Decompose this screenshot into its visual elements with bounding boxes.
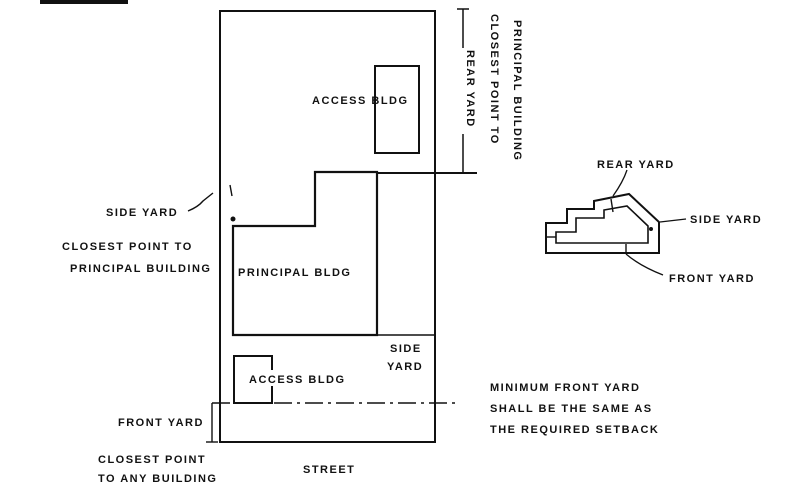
closest-point-left-label-1: CLOSEST POINT TO — [62, 241, 193, 253]
rear-yard-label-mask — [456, 48, 470, 134]
side-yard-left-tick — [229, 184, 233, 197]
rear-yard-vertical-label: REAR YARD — [464, 50, 476, 128]
inset-building-outline — [555, 205, 649, 244]
inset-lot-outline — [545, 192, 660, 254]
inset-front-yard-label: FRONT YARD — [669, 273, 755, 285]
front-yard-left-label: FRONT YARD — [118, 417, 204, 429]
closest-point-left-label-2: PRINCIPAL BUILDING — [70, 263, 212, 275]
inset-closest-point-dot — [649, 227, 653, 231]
inset-rear-yard-label: REAR YARD — [597, 159, 675, 171]
inset-irregular-lot — [545, 169, 687, 276]
closest-point-bottom-label-1: CLOSEST POINT — [98, 454, 206, 466]
access-bldg-bottom-label: ACCESS BLDG — [249, 374, 346, 386]
street-label: STREET — [303, 464, 355, 476]
side-yard-left-leader — [187, 192, 214, 212]
closest-point-dot — [230, 216, 236, 222]
lot-boundary — [219, 10, 436, 443]
corner-mark — [40, 0, 128, 4]
inset-rear-yard-tick — [610, 198, 614, 213]
access-bldg-top-label: ACCESS BLDG — [312, 95, 409, 107]
inset-side-yard-leader — [659, 218, 687, 223]
inset-side-yard-label: SIDE YARD — [690, 214, 762, 226]
closest-point-vertical-label-1: CLOSEST POINT TO — [488, 14, 500, 145]
closest-point-vertical-label-2: PRINCIPAL BUILDING — [511, 20, 523, 162]
minimum-front-yard-label-1: MINIMUM FRONT YARD — [490, 382, 640, 394]
access-building-top — [374, 65, 420, 154]
minimum-front-yard-label-2: SHALL BE THE SAME AS — [490, 403, 653, 415]
inset-rear-yard-leader — [612, 169, 628, 197]
minimum-front-yard-label-3: THE REQUIRED SETBACK — [490, 424, 659, 436]
side-yard-left-label: SIDE YARD — [106, 207, 178, 219]
principal-building — [231, 170, 379, 337]
access-building-bottom-mask — [246, 370, 350, 386]
principal-bldg-label: PRINCIPAL BLDG — [238, 267, 352, 279]
side-yard-right-label-1: SIDE — [390, 343, 422, 355]
inset-front-yard-leader — [625, 253, 664, 276]
side-yard-right-label-2: YARD — [387, 361, 423, 373]
closest-point-bottom-label-2: TO ANY BUILDING — [98, 473, 217, 485]
